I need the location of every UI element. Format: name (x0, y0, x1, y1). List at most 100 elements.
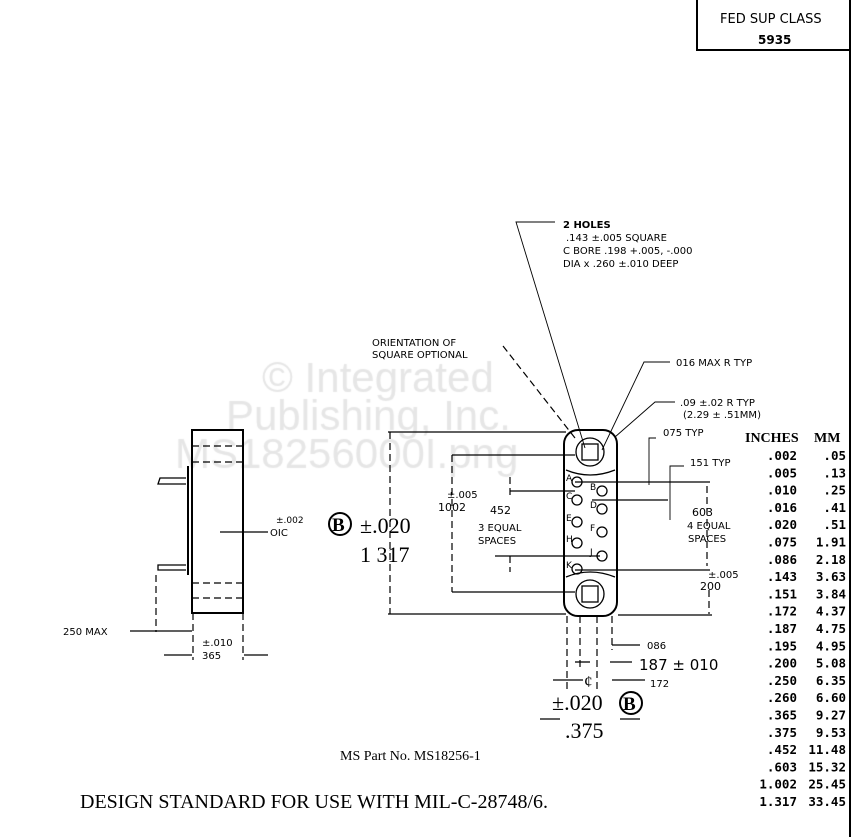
datum-b-label: B (332, 515, 345, 536)
dimensions-typ-075: 075 TYP (663, 428, 704, 439)
table-cell-inches: .151 (767, 586, 797, 601)
table-cell-mm: 25.45 (808, 777, 846, 792)
notes-holes-3: DIA x .260 ±.010 DEEP (563, 259, 678, 270)
pin-label: H (566, 535, 573, 545)
dimensions-typ-151: 151 TYP (690, 458, 731, 469)
pin-label: F (590, 524, 595, 534)
pin-label: K (566, 561, 573, 571)
dimensions-left-tol: ±.005 (447, 490, 478, 501)
contact-pin (596, 526, 608, 538)
title-block-value: 5935 (758, 33, 791, 47)
table-cell-inches: .005 (767, 465, 797, 480)
contact-pin (596, 503, 608, 515)
dimensions-right-equal: 4 EQUAL (687, 521, 731, 532)
table-cell-inches: .016 (767, 500, 797, 515)
notes-max-radius: 016 MAX R TYP (676, 358, 752, 369)
dimensions-right-spaces: SPACES (688, 534, 726, 545)
dimensions-centerline: ¢ (584, 672, 593, 691)
conversion-table: INCHES MM .002.05.005.13.010.25.016.41.0… (745, 431, 846, 809)
table-cell-mm: 4.75 (816, 621, 846, 636)
connector-front-view: A B C D E F H J K (563, 429, 618, 617)
notes-radius-1: (2.29 ± .51MM) (683, 410, 761, 421)
table-cell-inches: .187 (767, 621, 797, 636)
dimensions-left-equal: 3 EQUAL (478, 523, 522, 534)
pin-label: D (590, 501, 597, 511)
pin-label: J (589, 548, 593, 558)
table-cell-mm: .51 (823, 517, 846, 532)
dimensions-d187: 187 ± 010 (639, 656, 718, 674)
dimensions-depth-tol: ±.010 (202, 638, 233, 649)
connector-side-view (130, 429, 268, 660)
table-cell-mm: 3.63 (816, 569, 846, 584)
table-cell-mm: 3.84 (816, 586, 846, 601)
table-cell-inches: .250 (767, 673, 797, 688)
dimensions-left-spaces: SPACES (478, 536, 516, 547)
table-cell-inches: .143 (767, 569, 797, 584)
contact-pin (571, 516, 583, 528)
table-cell-inches: .603 (767, 759, 797, 774)
title-block-label: FED SUP CLASS (720, 12, 822, 27)
datum-b-label-bottom: B (623, 694, 636, 715)
contact-pin (571, 537, 583, 549)
table-cell-mm: 15.32 (808, 759, 846, 774)
notes-holes-0: 2 HOLES (563, 220, 611, 231)
table-cell-mm: 4.37 (816, 604, 846, 619)
table-cell-mm: .25 (823, 483, 846, 498)
table-cell-mm: 2.18 (816, 552, 846, 567)
dimensions-depth-365: 365 (202, 651, 221, 662)
dimensions-side-010: OIC (270, 528, 288, 539)
table-cell-inches: .452 (767, 742, 797, 757)
dimensions-width-tol: ±.020 (552, 690, 603, 715)
table-cell-inches: .086 (767, 552, 797, 567)
table-cell-mm: 6.60 (816, 690, 846, 705)
dimensions-max-250: 250 MAX (63, 627, 108, 638)
table-cell-mm: .05 (823, 448, 846, 463)
pin-label: E (566, 514, 572, 524)
table-cell-mm: 9.53 (816, 725, 846, 740)
table-cell-inches: .365 (767, 708, 797, 723)
hole-note: 2 HOLES .143 ±.005 SQUARE C BORE .198 +.… (515, 220, 692, 449)
table-cell-inches: .002 (767, 448, 797, 463)
notes-radius-0: .09 ±.02 R TYP (680, 398, 755, 409)
dimensions-left-1002: 1002 (438, 501, 466, 514)
table-cell-mm: .41 (823, 500, 846, 515)
pin-label: C (566, 492, 572, 502)
notes-orientation-0: ORIENTATION OF (372, 338, 456, 349)
table-cell-inches: .195 (767, 638, 797, 653)
contact-pin (571, 494, 583, 506)
max-radius-note: 016 MAX R TYP (601, 358, 752, 451)
orientation-note: ORIENTATION OF SQUARE OPTIONAL (372, 338, 576, 439)
pin-label: B (590, 483, 596, 493)
table-cell-inches: 1.002 (759, 777, 797, 792)
caption: DESIGN STANDARD FOR USE WITH MIL-C-28748… (80, 791, 548, 813)
table-cell-mm: 6.35 (816, 673, 846, 688)
table-cell-inches: 1.317 (759, 794, 797, 809)
dimensions-d086: 086 (647, 641, 666, 652)
table-cell-mm: 11.48 (808, 742, 846, 757)
table-cell-mm: 9.27 (816, 708, 846, 723)
dimensions-right-200: 200 (700, 580, 721, 593)
dimensions-left-452: 452 (490, 504, 511, 517)
dimension-labels: 075 TYP 151 TYP ±.005 1002 452 3 EQUAL S… (63, 428, 739, 743)
notes-holes-1: .143 ±.005 SQUARE (566, 233, 667, 244)
pin-label: A (566, 474, 573, 484)
dimensions-overall-len: 1 317 (360, 542, 410, 567)
dimensions-d172: 172 (650, 679, 669, 690)
dimensions-width-375: .375 (565, 718, 604, 743)
dimensions-right-tol: ±.005 (708, 570, 739, 581)
dimensions-overall-tol: ±.020 (360, 513, 411, 538)
table-cell-inches: .075 (767, 535, 797, 550)
dimension-lines (388, 431, 712, 720)
table-cell-mm: .13 (823, 465, 846, 480)
table-cell-mm: 1.91 (816, 535, 846, 550)
contact-pin (571, 563, 583, 575)
contact-pin (596, 485, 608, 497)
notes-holes-2: C BORE .198 +.005, -.000 (563, 246, 692, 257)
notes-orientation-1: SQUARE OPTIONAL (372, 350, 468, 361)
part-number: MS Part No. MS18256-1 (340, 749, 481, 764)
dimensions-right-603: 603 (692, 506, 713, 519)
table-cell-mm: 5.08 (816, 656, 846, 671)
table-cell-inches: .260 (767, 690, 797, 705)
